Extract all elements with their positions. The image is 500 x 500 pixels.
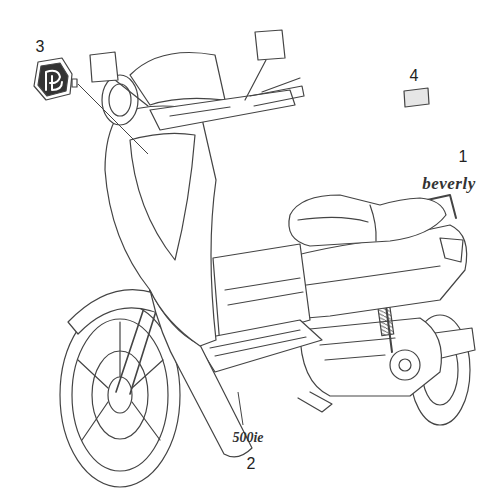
mirror — [90, 52, 148, 106]
seat — [289, 195, 446, 246]
callout-number: 2 — [247, 456, 256, 472]
side-stand — [298, 392, 332, 412]
windscreen — [130, 53, 225, 106]
callout-number: 3 — [36, 39, 45, 55]
callout-number: 4 — [410, 68, 419, 84]
decal-lettering: 500ie — [232, 431, 263, 445]
front-shield — [105, 106, 216, 346]
callout-number: 1 — [459, 149, 468, 165]
leader-line — [238, 392, 243, 425]
rectangular-decal — [404, 88, 429, 107]
emblem-decal — [34, 58, 77, 100]
handlebar — [150, 78, 304, 130]
mirror — [245, 30, 285, 100]
leader-line — [78, 84, 148, 154]
engine-case — [300, 318, 441, 396]
decal-lettering: beverly — [422, 175, 476, 192]
headlight — [102, 75, 138, 125]
rear-light — [440, 238, 463, 262]
